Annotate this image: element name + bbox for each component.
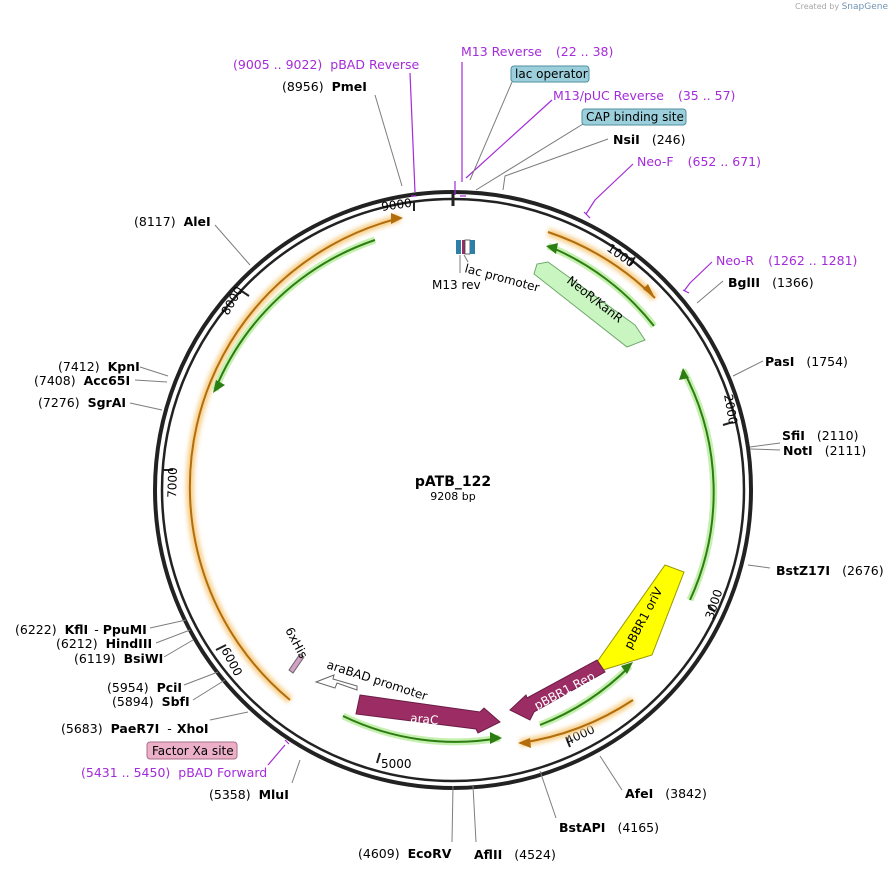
enzyme-mlui: (5358)MluI — [209, 787, 289, 802]
primer-neo-r: Neo-R(1262 .. 1281) — [716, 253, 857, 268]
box-factor-xa: Factor Xa site — [146, 741, 238, 760]
plasmid-name: pATB_122 — [415, 474, 491, 490]
enzyme-kpni: (7412)KpnI — [58, 359, 140, 374]
arabad-promoter-label: araBAD promoter — [325, 658, 429, 704]
his-tag-feature: 6xHis — [282, 625, 310, 674]
tick-label-5000: 5000 — [381, 757, 412, 771]
enzyme-labels: (8956)PmeI NsiI(246) BglII(1366) PasI(17… — [15, 79, 884, 862]
tick-marks — [163, 202, 734, 764]
enzyme-paer7i-xhoi: (5683)PaeR7I-XhoI — [61, 721, 209, 736]
enzyme-acc65i: (7408)Acc65I — [34, 373, 130, 388]
enzyme-alei: (8117)AleI — [134, 214, 211, 229]
box-lac-operator: lac operator — [510, 65, 590, 83]
enzyme-kfli-ppumi: (6222)KflI-PpuMI — [15, 622, 147, 637]
snapgene-branding: Created by SnapGene — [795, 2, 888, 12]
primer-pbad-forward: (5431 .. 5450)pBAD Forward — [81, 765, 267, 780]
orange-feature-arrows — [185, 213, 658, 748]
enzyme-nsii: NsiI(246) — [613, 132, 685, 147]
primer-pbad-reverse: (9005 .. 9022)pBAD Reverse — [233, 57, 419, 72]
m13-rev-label: M13 rev — [432, 278, 481, 292]
primer-m13-reverse: M13 Reverse(22 .. 38) — [461, 44, 613, 59]
pbbr1-rep-feature: pBBR1 Rep — [509, 659, 606, 721]
enzyme-leaders — [129, 94, 781, 843]
enzyme-bsiwi: (6119)BsiWI — [74, 651, 163, 666]
lac-operator-leader — [469, 81, 513, 181]
enzyme-pasi: PasI(1754) — [765, 354, 848, 369]
box-cap-site: CAP binding site — [581, 108, 687, 126]
green-feature-arrows — [211, 236, 718, 746]
enzyme-noti: NotI(2111) — [783, 443, 866, 458]
enzyme-ecorv: (4609)EcoRV — [358, 846, 452, 861]
primer-m13-puc-reverse: M13/pUC Reverse(35 .. 57) — [553, 88, 735, 103]
enzyme-pmei: (8956)PmeI — [282, 79, 367, 94]
box-lac-operator-label: lac operator — [515, 67, 588, 81]
his-tag-label: 6xHis — [282, 625, 310, 661]
primer-leaders — [267, 62, 713, 766]
enzyme-aflii: AflII(4524) — [474, 847, 556, 862]
box-cap-site-label: CAP binding site — [586, 110, 684, 124]
enzyme-pcii: (5954)PciI — [107, 680, 182, 695]
enzyme-hindiii: (6212)HindIII — [56, 636, 152, 651]
primer-labels: M13 Reverse(22 .. 38) M13/pUC Reverse(35… — [81, 44, 857, 780]
box-factor-xa-label: Factor Xa site — [152, 744, 234, 758]
enzyme-bglii: BglII(1366) — [728, 275, 814, 290]
snapgene-logo-text: SnapGene — [841, 2, 888, 12]
plasmid-size: 9208 bp — [430, 490, 475, 503]
primer-neo-f: Neo-F(652 .. 671) — [637, 154, 761, 169]
cap-site-leader — [475, 123, 584, 191]
created-by-label: Created by — [795, 2, 840, 11]
enzyme-bstz17i: BstZ17I(2676) — [776, 563, 884, 578]
enzyme-sbfi: (5894)SbfI — [112, 694, 190, 709]
tick-label-7000: 7000 — [165, 467, 180, 498]
enzyme-bstapi: BstAPI(4165) — [559, 820, 659, 835]
pbbr1-oriv-feature: pBBR1 oriV — [596, 564, 685, 671]
enzyme-sfii: SfiI(2110) — [782, 428, 859, 443]
arac-label: araC — [410, 711, 439, 727]
lac-cluster: lac promoter M13 rev — [432, 239, 541, 295]
tick-label-9000: 9000 — [380, 196, 412, 214]
enzyme-sgrai: (7276)SgrAI — [38, 395, 126, 410]
arac-feature: araC — [355, 694, 501, 734]
enzyme-afei: AfeI(3842) — [625, 786, 707, 801]
tick-label-2000: 2000 — [721, 393, 740, 426]
